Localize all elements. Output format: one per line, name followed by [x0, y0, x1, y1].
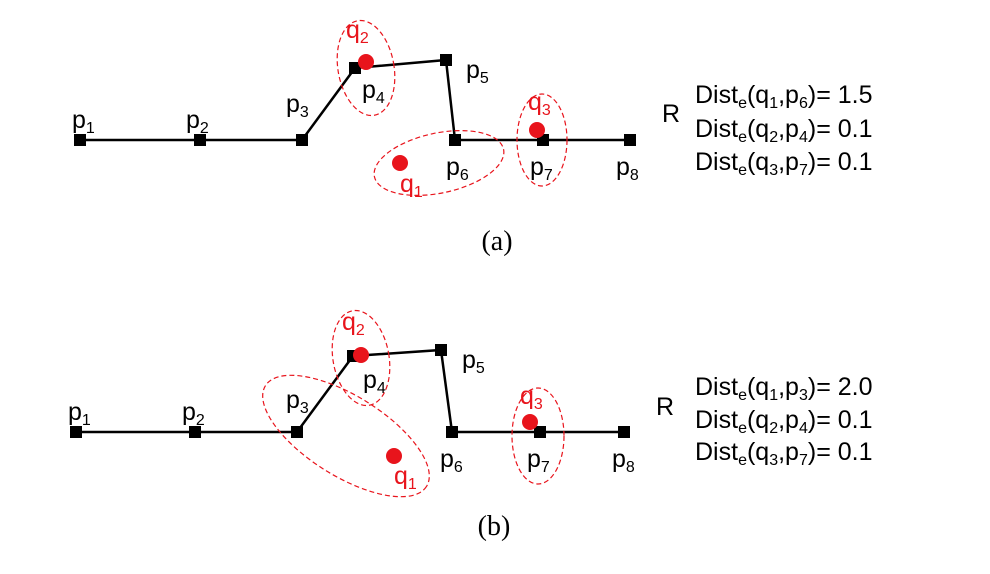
point-label-p7: p7 [530, 153, 553, 184]
route-label: R [656, 393, 674, 421]
route-point-3 [296, 134, 308, 146]
route-polyline [80, 58, 630, 142]
match-region-2 [331, 309, 391, 407]
route-point-2 [189, 426, 201, 438]
match-region-1 [373, 130, 505, 196]
route-point-3 [291, 426, 303, 438]
route-point-5 [440, 54, 452, 66]
query-point-1 [392, 155, 408, 171]
query-label-q2: q2 [342, 308, 365, 339]
panel-caption: (a) [481, 226, 512, 257]
match-region-1 [262, 374, 430, 498]
route-point-2 [194, 134, 206, 146]
query-point-3 [529, 122, 545, 138]
distance-equation-1: Diste(q1,p6)= 1.5 [695, 81, 873, 112]
point-label-p8: p8 [616, 153, 639, 184]
route-point-5 [435, 344, 447, 356]
panel-caption: (b) [478, 511, 511, 542]
query-label-q2: q2 [346, 16, 369, 47]
match-region-3 [511, 387, 565, 485]
route-point-6 [449, 134, 461, 146]
panel-a: p1 p2 p3 p4 p5 p6 p7 p8 q1 q2 q3 R Diste(q1,p6)= 1.5… [72, 16, 873, 257]
point-label-p3: p3 [286, 90, 309, 121]
query-label-q1: q1 [400, 170, 423, 201]
distance-equation-3: Diste(q3,p7)= 0.1 [695, 438, 873, 469]
route-point-8 [618, 426, 630, 438]
point-label-p6: p6 [446, 153, 469, 184]
panel-b: p1 p2 p3 p4 p5 p6 p7 p8 q1 q2 q3 R Diste(q1,p3)= 2.0… [68, 308, 873, 542]
route-point-1 [74, 134, 86, 146]
point-label-p8: p8 [612, 445, 635, 476]
route-point-1 [70, 426, 82, 438]
route-label: R [662, 100, 680, 128]
point-label-p2: p2 [182, 398, 205, 429]
point-label-p1: p1 [68, 398, 91, 429]
point-label-p7: p7 [527, 445, 550, 476]
match-region-3 [516, 93, 568, 187]
query-label-q3: q3 [528, 88, 551, 119]
route-point-4 [349, 62, 361, 74]
query-label-q1: q1 [394, 462, 417, 493]
point-label-p2: p2 [186, 106, 209, 137]
point-label-p1: p1 [72, 106, 95, 137]
query-point-2 [353, 347, 369, 363]
point-label-p3: p3 [286, 386, 309, 417]
query-point-1 [386, 448, 402, 464]
point-label-p4: p4 [363, 366, 386, 397]
query-point-2 [358, 54, 374, 70]
distance-equation-2: Diste(q2,p4)= 0.1 [695, 406, 873, 437]
route-point-8 [624, 134, 636, 146]
point-label-p6: p6 [440, 445, 463, 476]
route-polyline [76, 348, 624, 434]
distance-equation-2: Diste(q2,p4)= 0.1 [695, 115, 873, 146]
distance-equation-3: Diste(q3,p7)= 0.1 [695, 148, 873, 179]
point-label-p5: p5 [466, 56, 489, 87]
point-label-p5: p5 [462, 346, 485, 377]
point-label-p4: p4 [362, 76, 385, 107]
query-label-q3: q3 [520, 382, 543, 413]
distance-equation-1: Diste(q1,p3)= 2.0 [695, 373, 873, 404]
match-region-2 [336, 19, 396, 117]
query-point-3 [522, 414, 538, 430]
route-point-7 [534, 426, 546, 438]
route-point-6 [446, 426, 458, 438]
